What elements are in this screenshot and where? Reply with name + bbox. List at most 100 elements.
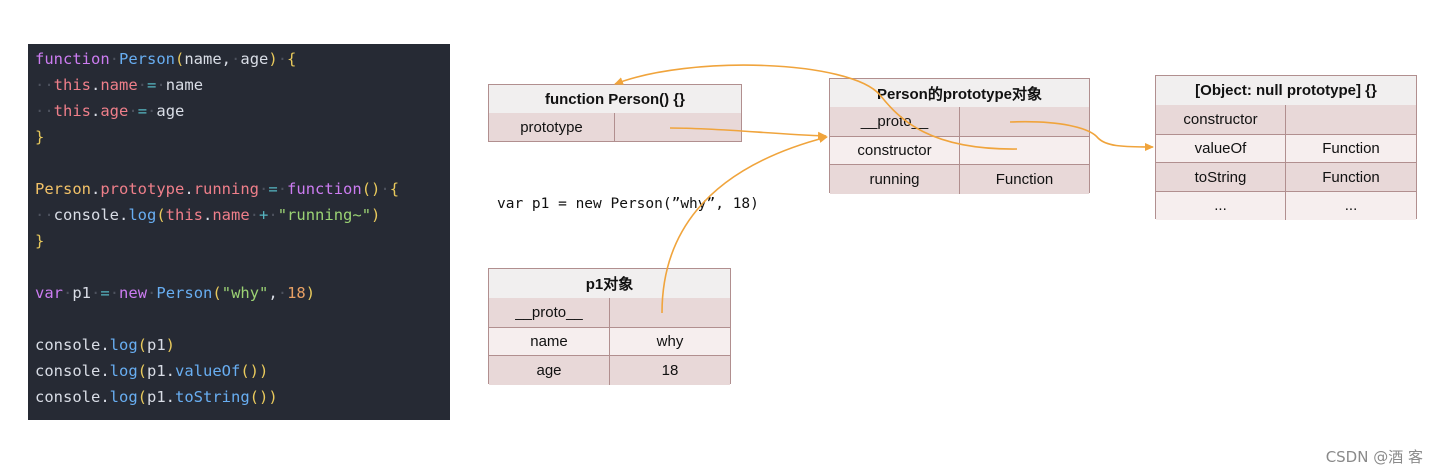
code-token: new [119, 284, 148, 302]
property-value-cell: Function [1322, 168, 1380, 186]
property-value-cell [1286, 105, 1416, 134]
code-token: console. [35, 362, 110, 380]
property-name-cell: valueOf [1156, 134, 1286, 163]
table-row: __proto__ [489, 298, 730, 327]
code-token: . [91, 76, 101, 94]
code-token: } [35, 128, 45, 146]
code-token: . [91, 180, 101, 198]
code-token: "why" [221, 284, 269, 302]
table-row: prototype [489, 113, 741, 141]
code-token: p1 [72, 284, 92, 302]
code-token: ) [165, 336, 176, 354]
code-token: ( [137, 388, 147, 406]
table-header: [Object: null prototype] {} [1156, 76, 1416, 106]
code-token: · [147, 102, 157, 120]
code-token: toString [175, 388, 250, 406]
table-row: __proto__ [830, 107, 1089, 136]
property-value-cell [615, 113, 741, 141]
code-token: · [63, 284, 73, 302]
code-token: · [109, 284, 120, 302]
code-token: · [91, 284, 101, 302]
code-token: · [277, 284, 288, 302]
code-token: { [389, 180, 400, 198]
property-name-cell: age [489, 356, 610, 385]
code-token: running [193, 180, 260, 198]
code-token: ()) [240, 362, 269, 380]
code-editor: function·Person(name,·age)·{··this.name·… [28, 44, 450, 420]
property-name-cell: prototype [489, 113, 615, 141]
table-row: valueOf Function [1156, 133, 1416, 163]
code-token: · [268, 206, 278, 224]
code-token: ( [137, 362, 147, 380]
property-value-cell: 18 [661, 361, 679, 379]
code-token: . [91, 102, 101, 120]
code-token: . [203, 206, 213, 224]
code-token: ) [371, 206, 381, 224]
code-token: 18 [287, 284, 306, 302]
table-row: toString Function [1156, 162, 1416, 192]
code-line: ··this.name·=·name [35, 72, 203, 98]
property-value-cell: why [656, 333, 684, 351]
property-value-cell: Function [1322, 140, 1380, 158]
property-name-cell: __proto__ [830, 107, 960, 136]
code-token: ( [175, 50, 185, 68]
code-token: · [156, 76, 166, 94]
person-function-table: function Person() {} prototype [488, 84, 742, 142]
table-row: age 18 [489, 355, 730, 385]
code-token: · [231, 50, 241, 68]
code-line: ··this.age·=·age [35, 98, 184, 124]
code-line: var·p1·=·new·Person("why",·18) [35, 280, 315, 306]
property-name-cell: constructor [1156, 105, 1286, 134]
property-value-cell [960, 137, 1089, 166]
table-row: constructor [830, 135, 1089, 166]
code-token: log [109, 336, 138, 354]
code-token: · [249, 206, 260, 224]
code-line: ··console.log(this.name·+·"running~") [35, 202, 380, 228]
code-token: ( [137, 336, 147, 354]
code-token: ) [305, 284, 316, 302]
code-token: · [109, 50, 119, 68]
code-token: = [268, 180, 278, 198]
code-token: valueOf [175, 362, 241, 380]
code-token: function [287, 180, 362, 198]
code-token: Person [35, 180, 91, 198]
code-token: } [35, 232, 45, 250]
table-row: constructor [1156, 105, 1416, 134]
code-token: ( [156, 206, 166, 224]
property-value-cell: Function [995, 170, 1054, 188]
code-token: "running~" [277, 206, 372, 224]
code-token: + [259, 206, 269, 224]
code-token: p1. [147, 362, 175, 380]
watermark: CSDN @酒 客 [1325, 448, 1423, 466]
code-token: = [147, 76, 157, 94]
code-token: console. [35, 388, 110, 406]
table-header: function Person() {} [489, 85, 741, 114]
constructor-call-expression: var p1 = new Person(”why”, 18) [497, 196, 759, 212]
code-token: this [165, 206, 203, 224]
code-token: function [35, 50, 110, 68]
code-token: console. [35, 336, 110, 354]
code-token: = [100, 284, 110, 302]
code-token: { [287, 50, 297, 68]
code-token: , [268, 284, 278, 302]
code-token: · [380, 180, 390, 198]
property-name-cell: constructor [830, 136, 960, 165]
property-name-cell: ... [1156, 191, 1286, 220]
code-token: · [147, 284, 157, 302]
table-header: Person的prototype对象 [830, 79, 1089, 108]
property-name-cell: name [489, 327, 610, 356]
code-line: } [35, 228, 44, 254]
code-token: · [259, 180, 269, 198]
code-token: name [212, 206, 250, 224]
code-token: log [109, 362, 138, 380]
code-token: ( [212, 284, 222, 302]
code-token: · [128, 102, 138, 120]
code-token: · [277, 50, 288, 68]
code-token: p1. [147, 388, 175, 406]
property-name-cell: toString [1156, 163, 1286, 192]
code-line: Person.prototype.running·=·function()·{ [35, 176, 399, 202]
code-token: age [100, 102, 129, 120]
code-line: } [35, 124, 44, 150]
code-token: ) [268, 50, 278, 68]
code-token: Person [156, 284, 213, 302]
